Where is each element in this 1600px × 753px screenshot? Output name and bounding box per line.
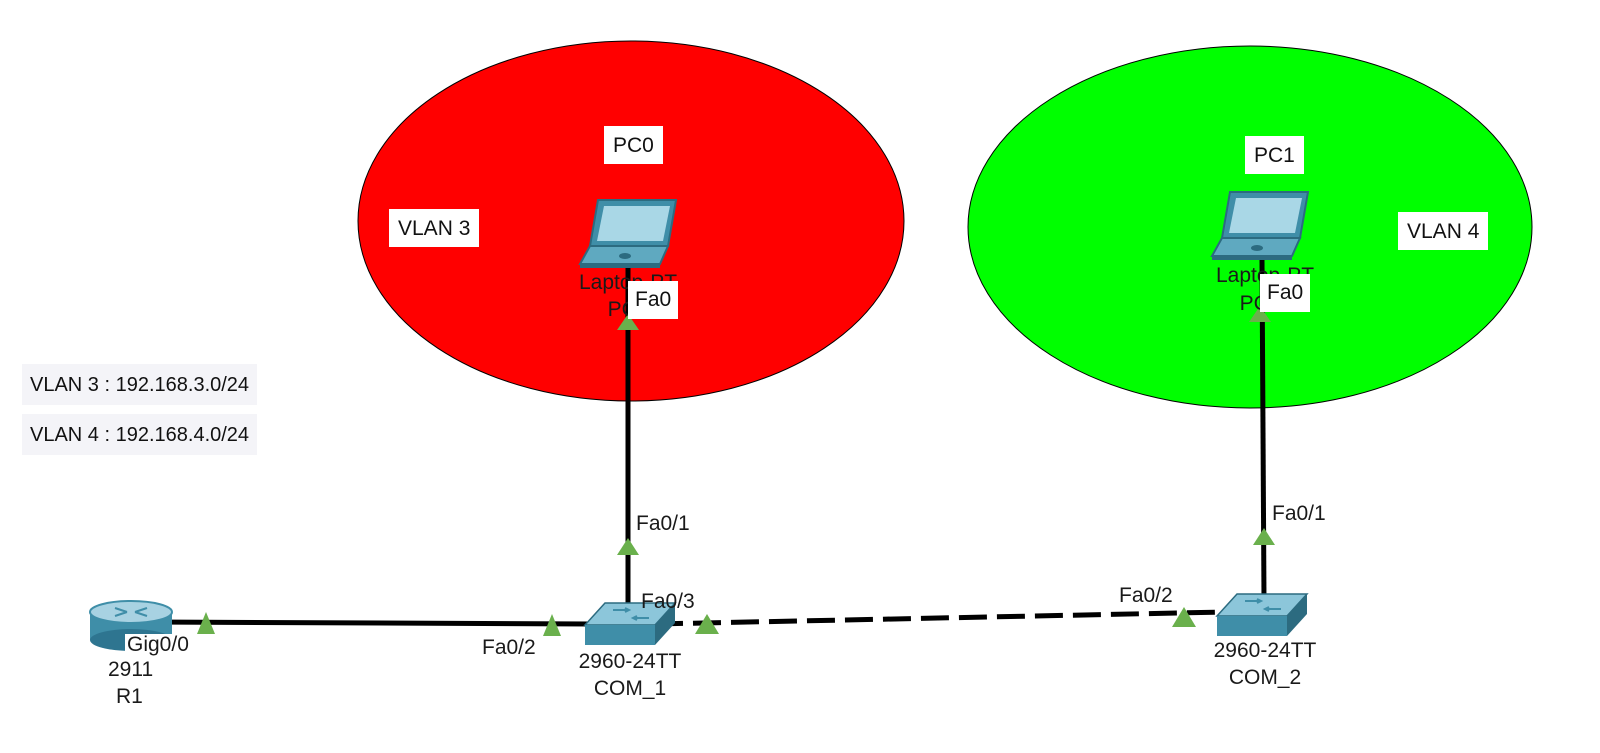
com1-port-fa03: Fa0/3	[641, 590, 695, 613]
link-r1-com1[interactable]	[149, 619, 591, 627]
com2-port-fa02: Fa0/2	[1119, 584, 1173, 607]
status-triangle-pc1-fa0	[1249, 306, 1271, 322]
switch-icon[interactable]	[1215, 593, 1309, 636]
status-triangle-com2-fa01	[1253, 528, 1275, 545]
r1-model-label: 2911	[108, 658, 154, 681]
com2-port-fa01: Fa0/1	[1272, 502, 1326, 525]
com2-model-label: 2960-24TT	[1213, 639, 1317, 662]
link-status-indicators	[197, 306, 1275, 636]
vlan3-subnet-note: VLAN 3 : 192.168.3.0/24	[22, 364, 258, 405]
com2-name-label: COM_2	[1228, 666, 1302, 689]
status-triangle-com1-fa01	[617, 538, 639, 555]
r1-port-gig00: Gig0/0	[125, 633, 191, 656]
laptop-icon[interactable]	[1210, 191, 1310, 260]
com1-model-label: 2960-24TT	[578, 650, 682, 673]
switch-icon[interactable]	[583, 602, 677, 645]
link-com1-com2[interactable]	[654, 609, 1226, 627]
com1-name-label: COM_1	[593, 677, 667, 700]
router-icon[interactable]	[89, 600, 173, 651]
pc1-port-label: Fa0	[1260, 274, 1311, 312]
vlan4-subnet-note: VLAN 4 : 192.168.4.0/24	[22, 414, 258, 455]
com1-port-fa01: Fa0/1	[636, 512, 690, 535]
status-triangle-com2-fa02	[1172, 607, 1196, 627]
vlan4-label: VLAN 4	[1398, 212, 1489, 250]
r1-name-label: R1	[116, 685, 143, 708]
status-triangle-com1-fa03	[695, 614, 719, 634]
laptop-icon[interactable]	[578, 199, 678, 268]
pc1-name-label: PC1	[1245, 136, 1304, 174]
pc0-port-label: Fa0	[628, 281, 679, 319]
pc0-name-label: PC0	[604, 126, 663, 164]
status-triangle-r1-gig00	[197, 612, 215, 634]
status-triangle-com1-fa02	[543, 614, 561, 636]
status-triangle-pc0-fa0	[617, 314, 639, 330]
com1-port-fa02: Fa0/2	[482, 636, 536, 659]
vlan3-label: VLAN 3	[389, 209, 480, 247]
